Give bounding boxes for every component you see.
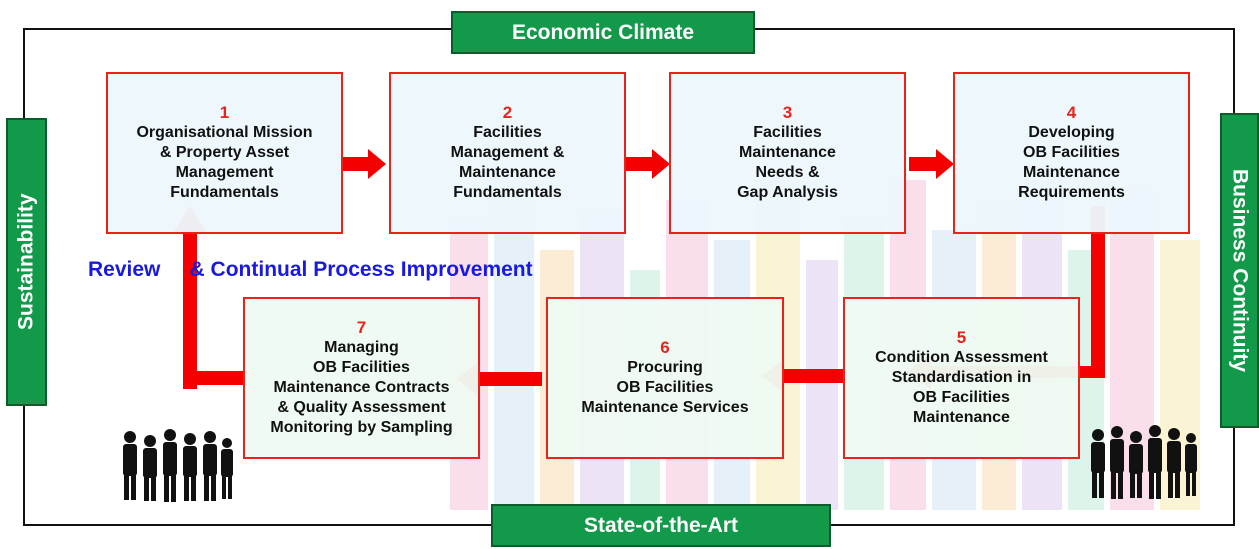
step-text-line: Developing bbox=[1028, 124, 1115, 141]
step-text-line: Maintenance Services bbox=[581, 399, 749, 416]
step-text-line: Procuring bbox=[627, 359, 703, 376]
step-text-line: OB Facilities bbox=[313, 359, 410, 376]
step-number: 3 bbox=[782, 103, 793, 122]
step-text-line: OB Facilities bbox=[616, 379, 714, 396]
step-text-line: OB Facilities bbox=[1023, 144, 1120, 161]
step-text-line: & Property Asset bbox=[159, 144, 290, 161]
step-number: 6 bbox=[660, 338, 670, 357]
step-text-line: Maintenance bbox=[739, 144, 836, 161]
step-6-box: 6 Procuring OB Facilities Maintenance Se… bbox=[546, 297, 784, 459]
people-silhouette-icon bbox=[1091, 425, 1197, 499]
step-text-line: Standardisation in bbox=[891, 369, 1032, 386]
step-number: 2 bbox=[502, 103, 513, 122]
step-text-line: Organisational Mission bbox=[136, 124, 313, 141]
step-text-line: Facilities bbox=[473, 124, 542, 141]
step-2-box: 2 Facilities Management & Maintenance Fu… bbox=[389, 72, 626, 234]
step-5-box: 5 Condition Assessment Standardisation i… bbox=[843, 297, 1080, 459]
step-1-box: 1 Organisational Mission & Property Asse… bbox=[106, 72, 343, 234]
arrow-2-to-3 bbox=[625, 149, 670, 179]
step-text-line: Management bbox=[175, 164, 274, 181]
banner-economic-climate: Economic Climate bbox=[451, 11, 755, 54]
banner-business-continuity: Business Continuity bbox=[1220, 113, 1259, 428]
building bbox=[806, 260, 838, 510]
step-text-line: Gap Analysis bbox=[737, 184, 838, 201]
step-text-line: Needs & bbox=[755, 164, 820, 181]
arrow-7-to-1 bbox=[183, 371, 245, 389]
banner-state-of-the-art: State-of-the-Art bbox=[491, 504, 831, 547]
step-text-line: & Quality Assessment bbox=[277, 399, 446, 416]
step-text-line: Management & bbox=[450, 144, 565, 161]
step-text-line: Fundamentals bbox=[453, 184, 562, 201]
step-3-box: 3 Facilities Maintenance Needs & Gap Ana… bbox=[669, 72, 906, 234]
step-text-line: Fundamentals bbox=[170, 184, 279, 201]
arrow-7-to-1-up bbox=[174, 206, 206, 385]
banner-top-text: Economic Climate bbox=[511, 20, 695, 44]
step-7-box: 7 Managing OB Facilities Maintenance Con… bbox=[243, 297, 480, 459]
banner-right-text: Business Continuity bbox=[1228, 168, 1252, 373]
people-silhouette-icon bbox=[123, 429, 233, 502]
step-text-line: Maintenance bbox=[1023, 164, 1120, 181]
step-4-box: 4 Developing OB Facilities Maintenance R… bbox=[953, 72, 1190, 234]
step-text-line: Maintenance bbox=[459, 164, 556, 181]
arrow-3-to-4 bbox=[909, 149, 954, 179]
step-text-line: Managing bbox=[324, 339, 399, 356]
banner-bottom-text: State-of-the-Art bbox=[584, 513, 738, 537]
step-number: 1 bbox=[219, 103, 230, 122]
step-text-line: Maintenance bbox=[913, 409, 1010, 426]
building bbox=[494, 190, 534, 510]
step-number: 5 bbox=[956, 328, 967, 347]
step-number: 7 bbox=[356, 318, 367, 337]
step-text-line: Facilities bbox=[753, 124, 822, 141]
step-text-line: Condition Assessment bbox=[875, 349, 1048, 366]
step-number: 4 bbox=[1066, 103, 1077, 122]
step-text-line: Maintenance Contracts bbox=[273, 379, 450, 396]
step-text-line: OB Facilities bbox=[913, 389, 1010, 406]
arrow-6-to-7 bbox=[457, 363, 542, 395]
arrow-1-to-2 bbox=[341, 149, 386, 179]
step-text-line: Requirements bbox=[1018, 184, 1125, 201]
step-text-line: Monitoring by Sampling bbox=[270, 419, 453, 436]
review-label: Review & Continual Process Improvement bbox=[88, 258, 533, 281]
